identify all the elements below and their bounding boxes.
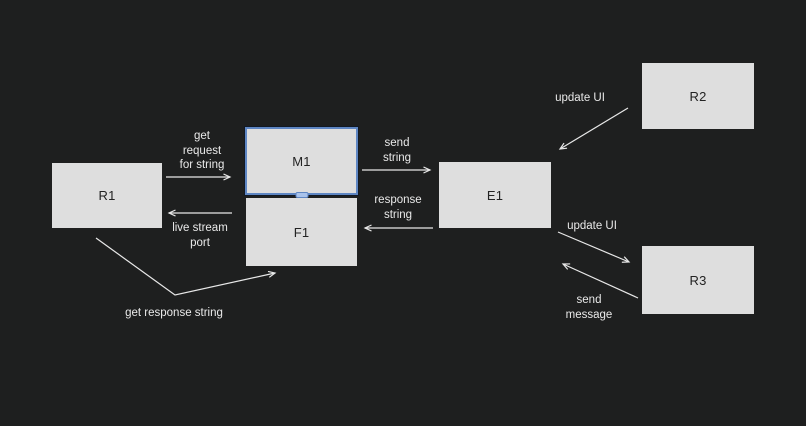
node-r2[interactable]: R2 [642,63,754,129]
node-m1-label: M1 [292,153,311,169]
node-f1-label: F1 [293,224,310,240]
node-e1-label: E1 [486,187,504,203]
edge-update-ui-r2[interactable] [560,107,629,149]
node-f1[interactable]: F1 [246,198,357,266]
node-r1[interactable]: R1 [52,163,162,228]
edge-update-ui-r3[interactable] [557,231,629,262]
node-m1-selected[interactable]: M1 [245,127,358,198]
edge-send-message[interactable] [563,264,639,299]
edge-label-update-ui-r2: update UI [555,92,605,104]
edge-label-send-string: send string [382,137,412,164]
edge-label-get-request-for-string: get request for string [179,130,225,171]
edge-label-live-stream-port: live stream port [172,222,228,249]
node-e1[interactable]: E1 [439,162,551,228]
node-r3[interactable]: R3 [642,246,754,314]
edge-label-send-message: send message [565,294,613,321]
node-r3-label: R3 [689,272,707,288]
resize-handle[interactable] [295,192,308,198]
edge-label-response-string: response string [374,194,422,221]
node-r2-label: R2 [689,88,707,104]
edge-get-response-string[interactable] [95,237,275,296]
edge-label-get-response-string: get response string [125,307,223,319]
node-r1-label: R1 [98,188,116,203]
edge-label-update-ui-r3: update UI [567,220,617,232]
